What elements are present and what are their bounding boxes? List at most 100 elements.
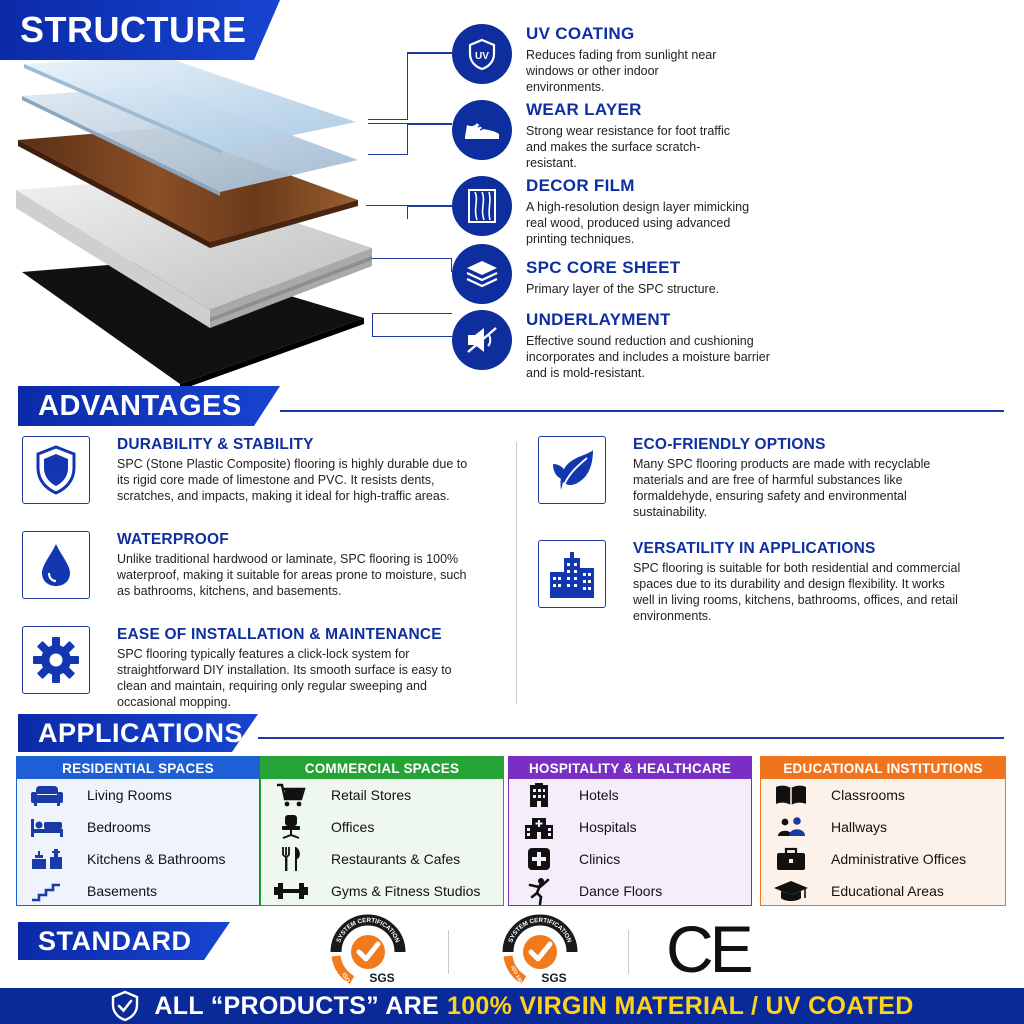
app-column-title: RESIDENTIAL SPACES [17,757,259,779]
medical-cross-icon [521,847,557,871]
briefcase-icon [773,847,809,871]
people-icon [773,816,809,838]
app-item: Living Rooms [17,779,259,811]
bed-icon [29,816,65,838]
standard-banner: STANDARD [18,922,230,960]
advantages-title: ADVANTAGES [38,389,242,422]
sofa-icon [29,784,65,806]
app-item-label: Hospitals [579,819,637,835]
app-item: Clinics [509,843,751,875]
kitchen-bath-icon [29,847,65,871]
advantages-divider [516,442,517,704]
structure-item-title: WEAR LAYER [526,100,642,119]
structure-item-title: UV COATING [526,24,635,43]
svg-text:UV: UV [475,51,489,62]
spc-core-layer [16,178,372,310]
connector-uv [368,52,408,120]
advantage-title: DURABILITY & STABILITY [117,436,314,453]
advantages-rule [280,410,1004,412]
app-item: Educational Areas [761,875,1005,907]
app-column-title: COMMERCIAL SPACES [261,757,503,779]
app-item-label: Basements [87,883,158,899]
structure-title: STRUCTURE [20,9,247,50]
book-icon [773,784,809,806]
structure-item-desc: Strong wear resistance for foot traffic … [526,124,731,170]
uv-coating-layer [24,60,356,150]
advantage-desc: Many SPC flooring products are made with… [633,457,931,519]
structure-item-desc: A high-resolution design layer mimicking… [526,200,750,246]
cert-separator [448,930,449,974]
structure-item-desc: Reduces fading from sunlight near window… [526,48,717,94]
app-item: Classrooms [761,779,1005,811]
shoe-icon [452,100,512,160]
hotel-icon [521,782,557,808]
structure-item-title: UNDERLAYMENT [526,310,671,329]
advantage-desc: SPC (Stone Plastic Composite) flooring i… [117,457,468,503]
structure-item-desc: Primary layer of the SPC structure. [526,282,720,296]
app-item: Offices [261,811,503,843]
connector-underlay [372,313,452,337]
connector-core [372,258,452,272]
advantage-title: WATERPROOF [117,531,229,548]
advantages-banner: ADVANTAGES [18,386,280,426]
ce-mark: CE [666,912,754,986]
shield-check-icon [112,990,139,1022]
cert-separator [628,930,629,974]
app-column-title: EDUCATIONAL INSTITUTIONS [761,757,1005,779]
app-column-educational: EDUCATIONAL INSTITUTIONS Classrooms Hall… [760,756,1006,906]
app-item: Hallways [761,811,1005,843]
app-column-residential: RESIDENTIAL SPACES Living Rooms Bedrooms… [16,756,260,906]
app-item: Bedrooms [17,811,259,843]
app-item: Kitchens & Bathrooms [17,843,259,875]
water-drop-icon [22,531,90,599]
graduation-cap-icon [773,879,809,903]
layer-stack-illustration [16,60,372,390]
connector-decor [366,205,408,219]
advantage-desc: SPC flooring is suitable for both reside… [633,561,961,623]
advantage-desc: SPC flooring typically features a click-… [117,647,452,709]
sgs-iso-14001-badge: SYSTEM CERTIFICATION ISO 14001:2015 SGS [502,914,578,986]
footer-bar: ALL “PRODUCTS” ARE 100% VIRGIN MATERIAL … [0,988,1024,1024]
app-item-label: Clinics [579,851,621,867]
app-item-label: Offices [331,819,375,835]
app-item-label: Educational Areas [831,883,944,899]
advantage-desc: Unlike traditional hardwood or laminate,… [117,552,467,598]
app-item-label: Gyms & Fitness Studios [331,883,481,899]
layers-icon [452,244,512,304]
structure-item-title: DECOR FILM [526,176,635,195]
structure-banner: STRUCTURE [0,0,280,60]
buildings-icon [538,540,606,608]
app-item-label: Administrative Offices [831,851,967,867]
leaf-icon [538,436,606,504]
applications-banner: APPLICATIONS [18,714,258,752]
hospital-icon [521,814,557,840]
app-item-label: Living Rooms [87,787,172,803]
office-chair-icon [273,814,309,840]
svg-text:SGS: SGS [369,971,394,985]
standard-title: STANDARD [38,925,192,956]
app-item: Basements [17,875,259,907]
app-item-label: Restaurants & Cafes [331,851,461,867]
wood-grain-icon [452,176,512,236]
app-column-title: HOSPITALITY & HEALTHCARE [509,757,751,779]
connector-wear [368,123,408,155]
applications-rule [258,737,1004,739]
svg-text:SGS: SGS [541,971,566,985]
shopping-cart-icon [273,783,309,807]
app-item-label: Hotels [579,787,619,803]
app-column-hospitality: HOSPITALITY & HEALTHCARE Hotels Hospital… [508,756,752,906]
footer-highlight: 100% VIRGIN MATERIAL / UV COATED [446,991,914,1020]
underlayment-layer [22,260,364,384]
advantage-title: ECO-FRIENDLY OPTIONS [633,436,826,453]
advantage-title: EASE OF INSTALLATION & MAINTENANCE [117,626,442,643]
app-item: Hospitals [509,811,751,843]
advantage-title: VERSATILITY IN APPLICATIONS [633,540,876,557]
app-item: Retail Stores [261,779,503,811]
app-item: Gyms & Fitness Studios [261,875,503,907]
app-item-label: Dance Floors [579,883,663,899]
stairs-icon [29,880,65,902]
app-item: Administrative Offices [761,843,1005,875]
gear-icon [22,626,90,694]
structure-item-title: SPC CORE SHEET [526,258,681,277]
shield-icon [22,436,90,504]
